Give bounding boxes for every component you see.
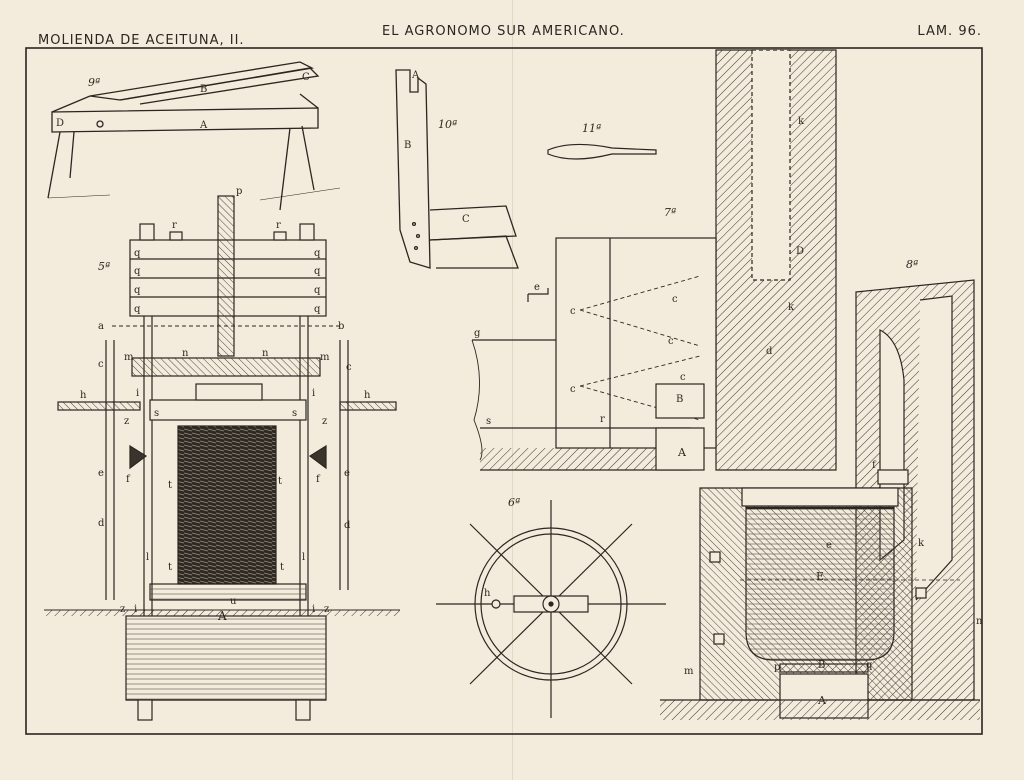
fig5-label-A: A — [217, 609, 227, 623]
fig8-label-B: B — [818, 660, 825, 671]
fig5-label-r-left: r — [172, 220, 177, 231]
fig5-label-t-upper-right: t — [278, 476, 282, 487]
fig5-label-q8: q — [314, 304, 321, 315]
fig5-label-r-right: r — [276, 220, 281, 231]
figure-8-boiler — [660, 279, 980, 720]
fig5-label-i-upper-right: i — [312, 388, 315, 399]
fig7-label-c2: c — [672, 294, 678, 305]
fig5-label-q5: q — [314, 248, 321, 259]
fig5-label-t-upper-left: t — [168, 480, 172, 491]
fig5-label-z-upper-left: z — [124, 416, 129, 427]
fig5-label-z-upper-right: z — [322, 416, 327, 427]
fig8-label-k: k — [918, 538, 925, 549]
fig7-label-D: D — [796, 246, 804, 257]
fig5-label-m-right: m — [320, 352, 330, 363]
fig10-label-a: A — [411, 70, 420, 81]
fig7-label-s: s — [486, 416, 491, 427]
fig7-label-c1: c — [570, 306, 576, 317]
fig7-label-e: e — [534, 282, 540, 293]
fig7-label-c5: c — [680, 372, 686, 383]
fig5-label-q6: q — [314, 266, 321, 277]
figure-8-number: 8ª — [906, 258, 918, 271]
fig5-label-n-right: n — [262, 348, 269, 359]
fig5-label-f-left: f — [126, 474, 131, 485]
figure-9-trestle — [47, 61, 341, 211]
fig5-label-a: a — [98, 321, 104, 332]
fig5-label-h-right: h — [364, 390, 371, 401]
fig7-label-d: d — [766, 346, 773, 357]
fig8-label-e: e — [826, 540, 832, 551]
fig5-label-s-left: s — [154, 408, 159, 419]
figure-5-press — [44, 195, 400, 721]
center-fold — [512, 0, 513, 780]
fig5-label-s-right: s — [292, 408, 297, 419]
fig5-label-u: u — [230, 596, 237, 607]
fig5-label-d-left: d — [98, 518, 105, 529]
fig9-label-c: C — [302, 72, 310, 83]
fig7-label-k-lower: k — [788, 302, 795, 313]
figure-7-number: 7ª — [664, 206, 676, 219]
fig8-label-A: A — [817, 694, 827, 707]
figure-10-number: 10ª — [438, 118, 457, 131]
fig5-label-e-left: e — [98, 468, 104, 479]
fig5-label-p: p — [236, 186, 242, 197]
fig5-label-t-lower-right: t — [280, 562, 284, 573]
fig5-label-z-lower-left: z — [120, 604, 125, 615]
fig5-label-q4: q — [134, 304, 141, 315]
fig7-label-c4: c — [570, 384, 576, 395]
fig10-label-c: C — [462, 214, 470, 225]
fig5-label-m-left: m — [124, 352, 134, 363]
fig5-label-i-lower-right: i — [312, 604, 315, 615]
figure-6-number: 6ª — [508, 496, 520, 509]
fig8-label-f: f — [872, 460, 877, 471]
plate-number: LAM. 96. — [917, 24, 982, 39]
fig10-label-b: B — [404, 140, 411, 151]
fig7-label-r: r — [600, 414, 605, 425]
fig8-label-p: p — [774, 662, 780, 673]
fig5-label-t-lower-left: t — [168, 562, 172, 573]
fig7-label-g: g — [474, 328, 481, 339]
figure-9-number: 9ª — [88, 76, 100, 89]
fig8-label-E: E — [816, 570, 824, 583]
fig5-label-q3: q — [134, 285, 141, 296]
fig5-label-l-right: l — [302, 552, 305, 563]
fig5-label-f-right: f — [316, 474, 321, 485]
figure-11-number: 11ª — [582, 122, 601, 135]
fig7-label-A: A — [677, 446, 687, 459]
figure-7-furnace — [471, 49, 837, 471]
fig5-label-q1: q — [134, 248, 141, 259]
fig5-label-c-right: c — [346, 362, 352, 373]
fig5-label-q7: q — [314, 285, 321, 296]
fig5-label-i-upper-left: i — [136, 388, 139, 399]
figure-5-number: 5ª — [98, 260, 110, 273]
fig5-label-z-lower-right: z — [324, 604, 329, 615]
fig8-label-n: n — [976, 616, 983, 627]
fig5-label-n-left: n — [182, 348, 189, 359]
fig7-label-c3: c — [668, 336, 674, 347]
fig5-label-l-left: l — [146, 552, 149, 563]
fig5-label-i-lower-left: i — [134, 604, 137, 615]
fig9-label-d: D — [56, 118, 64, 129]
plate-border — [25, 47, 983, 735]
fig5-label-h-left: h — [80, 390, 87, 401]
plate-subject: MOLIENDA DE ACEITUNA, II. — [38, 33, 245, 48]
fig5-label-b: b — [338, 321, 344, 332]
fig7-label-k-upper: k — [798, 116, 805, 127]
publication-title: EL AGRONOMO SUR AMERICANO. — [382, 24, 625, 39]
fig7-label-B: B — [676, 394, 683, 405]
figure-6-wheel — [436, 500, 666, 718]
figure-11-spatula — [547, 143, 657, 160]
fig5-label-d-right: d — [344, 520, 351, 531]
figure-10-bracket — [395, 69, 519, 269]
fig5-label-q2: q — [134, 266, 141, 277]
fig8-label-q: q — [866, 660, 873, 671]
fig8-label-m: m — [684, 666, 694, 677]
fig6-label-h: h — [484, 588, 491, 599]
fig9-label-a: A — [199, 120, 208, 131]
fig5-label-c-left: c — [98, 359, 104, 370]
fig9-label-b: B — [200, 84, 207, 95]
fig5-label-e-right: e — [344, 468, 350, 479]
